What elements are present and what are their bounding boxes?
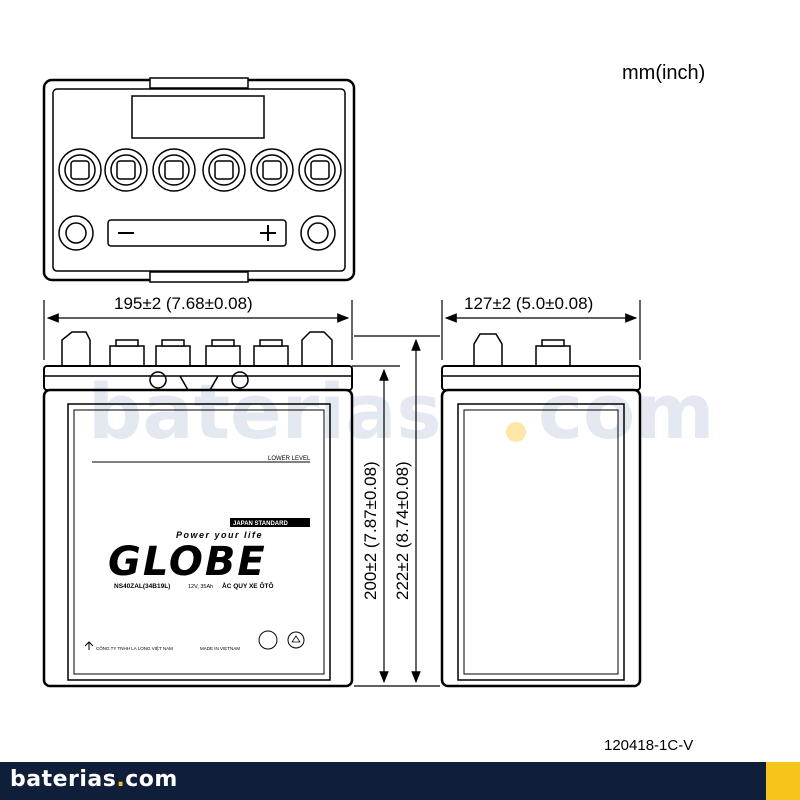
dim-length-text: 195±2 (7.68±0.08) (110, 294, 257, 314)
brand-logo: GLOBE (108, 539, 267, 585)
reference-code: 120418-1C-V (604, 737, 694, 754)
front-label: LOWER LEVEL JAPAN STANDARD Power your li… (84, 456, 311, 651)
product-text: ẮC QUY XE ÔTÔ (222, 581, 274, 590)
units-label: mm(inch) (622, 62, 706, 84)
top-view (42, 77, 356, 283)
watermark-tld: com (538, 367, 714, 456)
spec-text: 12V, 35Ah (188, 584, 213, 590)
japan-standard-text: JAPAN STANDARD (233, 521, 288, 527)
terminal-post-left (58, 215, 94, 251)
lower-level-text: LOWER LEVEL (268, 456, 311, 462)
front-view (42, 331, 354, 688)
dim-heights (352, 335, 440, 687)
seal-icon (258, 630, 278, 650)
footer-bar (0, 762, 800, 800)
dim-length (43, 300, 353, 360)
footer-tld: com (125, 767, 178, 792)
polarity-bar (107, 219, 287, 247)
made-in-text: MADE IN VIETNAM (200, 646, 240, 651)
side-view (440, 333, 642, 688)
dim-height-total-text: 222±2 (8.74±0.08) (393, 461, 412, 600)
model-text: NS40ZAL(34B19L) (114, 583, 170, 590)
slogan-text: Power your life (176, 530, 263, 540)
company-text: CÔNG TY TNHH LA LONG VIỆT NAM (96, 644, 173, 651)
recycle-icon (287, 631, 305, 649)
footer-brand: baterias (10, 767, 117, 792)
watermark-dot (506, 422, 526, 442)
terminal-post-right (300, 215, 336, 251)
vent-caps-top (58, 148, 342, 192)
footer-brand-link[interactable]: baterias.com (10, 767, 178, 792)
top-label-window (131, 95, 265, 139)
dim-width (441, 300, 641, 360)
company-logo-icon (84, 641, 94, 650)
dim-height-box-text: 200±2 (7.87±0.08) (361, 461, 380, 600)
dim-width-text: 127±2 (5.0±0.08) (460, 294, 598, 314)
footer-accent (766, 762, 800, 800)
footer-dot: . (116, 767, 126, 792)
